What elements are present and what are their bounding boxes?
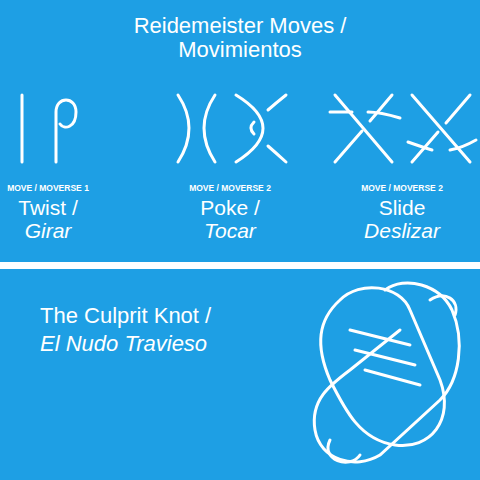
- knot-strand: [350, 330, 420, 385]
- strand: [412, 95, 470, 162]
- knot-name: El Nudo Travieso: [40, 332, 207, 356]
- knot-strand: [328, 296, 456, 462]
- knot-loop: [321, 288, 445, 446]
- divider-band: [0, 262, 480, 269]
- move-number: MOVE / MOVERSE 1: [7, 184, 89, 193]
- strand: [251, 95, 286, 162]
- strand: [335, 95, 392, 162]
- strand: [204, 95, 215, 162]
- move-name: Deslizar: [364, 219, 440, 242]
- move-name: Tocar: [204, 219, 256, 242]
- title: Reidemeister Moves / Movimientos: [90, 14, 390, 62]
- move-name: Girar: [25, 219, 72, 242]
- strand: [330, 112, 400, 118]
- move-name: Slide: [379, 196, 426, 219]
- strand: [408, 140, 476, 150]
- knot-name: The Culprit Knot /: [40, 304, 211, 328]
- move-name: Twist /: [18, 196, 78, 219]
- move-number: MOVE / MOVERSE 2: [189, 184, 271, 193]
- twist-strand: [56, 100, 76, 162]
- strand: [412, 95, 470, 162]
- strand: [178, 95, 189, 162]
- strand: [335, 95, 392, 162]
- knot-loop: [314, 283, 459, 462]
- move-number: MOVE / MOVERSE 2: [361, 184, 443, 193]
- strand: [21, 95, 24, 162]
- move-name: Poke /: [200, 196, 260, 219]
